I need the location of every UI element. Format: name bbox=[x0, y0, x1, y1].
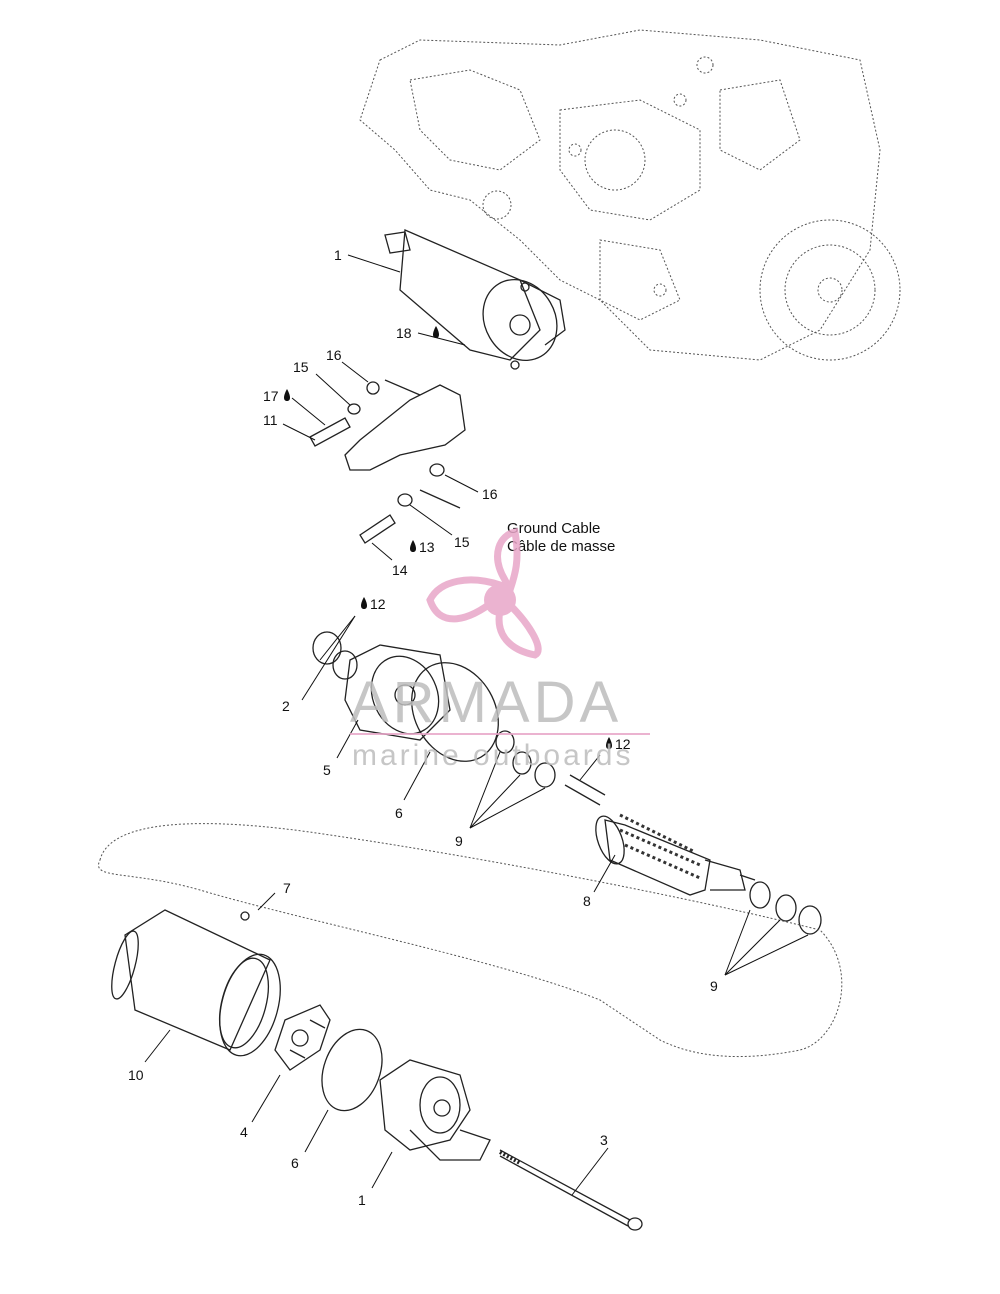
callout-10: 10 bbox=[128, 1067, 144, 1083]
callout-18: 18 bbox=[396, 325, 412, 341]
callout-6: 6 bbox=[395, 805, 403, 821]
callout-5: 5 bbox=[323, 762, 331, 778]
callout-11: 11 bbox=[263, 412, 278, 428]
callout-16: 16 bbox=[482, 486, 498, 502]
drop-icon bbox=[410, 540, 416, 552]
callout-2: 2 bbox=[282, 698, 290, 714]
yoke-housing-10 bbox=[111, 909, 281, 1057]
propeller-icon bbox=[426, 527, 542, 659]
callout-1: 1 bbox=[334, 247, 342, 263]
watermark-logo: ARMADA marine outboards bbox=[350, 527, 650, 772]
drop-icon bbox=[284, 389, 290, 401]
callout-13: 13 bbox=[419, 539, 435, 555]
assembly-boundary bbox=[98, 823, 843, 1058]
drop-icon bbox=[606, 737, 612, 749]
watermark-brand: ARMADA bbox=[350, 670, 622, 735]
drop-icons bbox=[284, 326, 612, 749]
callout-9: 9 bbox=[710, 978, 718, 994]
ground-cable-label: Ground Cable bbox=[507, 520, 600, 537]
mounting-bracket bbox=[309, 379, 466, 544]
washers-9-upper bbox=[495, 730, 556, 788]
callout-17: 17 bbox=[263, 388, 279, 404]
engine-block-drawing bbox=[359, 29, 901, 361]
brush-holder-4 bbox=[274, 1004, 331, 1071]
o-ring-6-lower bbox=[321, 1028, 383, 1112]
drop-icon bbox=[361, 597, 367, 609]
callout-12: 12 bbox=[615, 736, 631, 752]
through-bolt-3 bbox=[499, 1149, 643, 1231]
callout-15: 15 bbox=[293, 359, 309, 375]
callout-8: 8 bbox=[583, 893, 591, 909]
callout-9: 9 bbox=[455, 833, 463, 849]
end-cover-5 bbox=[312, 631, 499, 762]
callout-16: 16 bbox=[326, 347, 342, 363]
drop-icon bbox=[433, 326, 439, 338]
starter-motor-assembled bbox=[384, 229, 566, 370]
armature-8 bbox=[564, 774, 756, 896]
ground-cable-label-fr: Câble de masse bbox=[507, 538, 615, 555]
callout-4: 4 bbox=[240, 1124, 248, 1140]
ground-cable-note: Ground Cable Câble de masse bbox=[507, 520, 615, 555]
callout-labels: 1 18 16 15 17 11 16 15 13 14 12 2 5 6 12… bbox=[128, 247, 718, 1208]
callout-6: 6 bbox=[291, 1155, 299, 1171]
callout-1: 1 bbox=[358, 1192, 366, 1208]
front-housing-1 bbox=[379, 1059, 491, 1161]
callout-3: 3 bbox=[600, 1132, 608, 1148]
callout-15: 15 bbox=[454, 534, 470, 550]
watermark-tagline: marine outboards bbox=[352, 739, 633, 772]
callout-12: 12 bbox=[370, 596, 386, 612]
leader-lines bbox=[144, 254, 809, 1196]
washers-9-lower bbox=[749, 881, 822, 935]
callout-7: 7 bbox=[283, 880, 291, 896]
callout-14: 14 bbox=[392, 562, 408, 578]
